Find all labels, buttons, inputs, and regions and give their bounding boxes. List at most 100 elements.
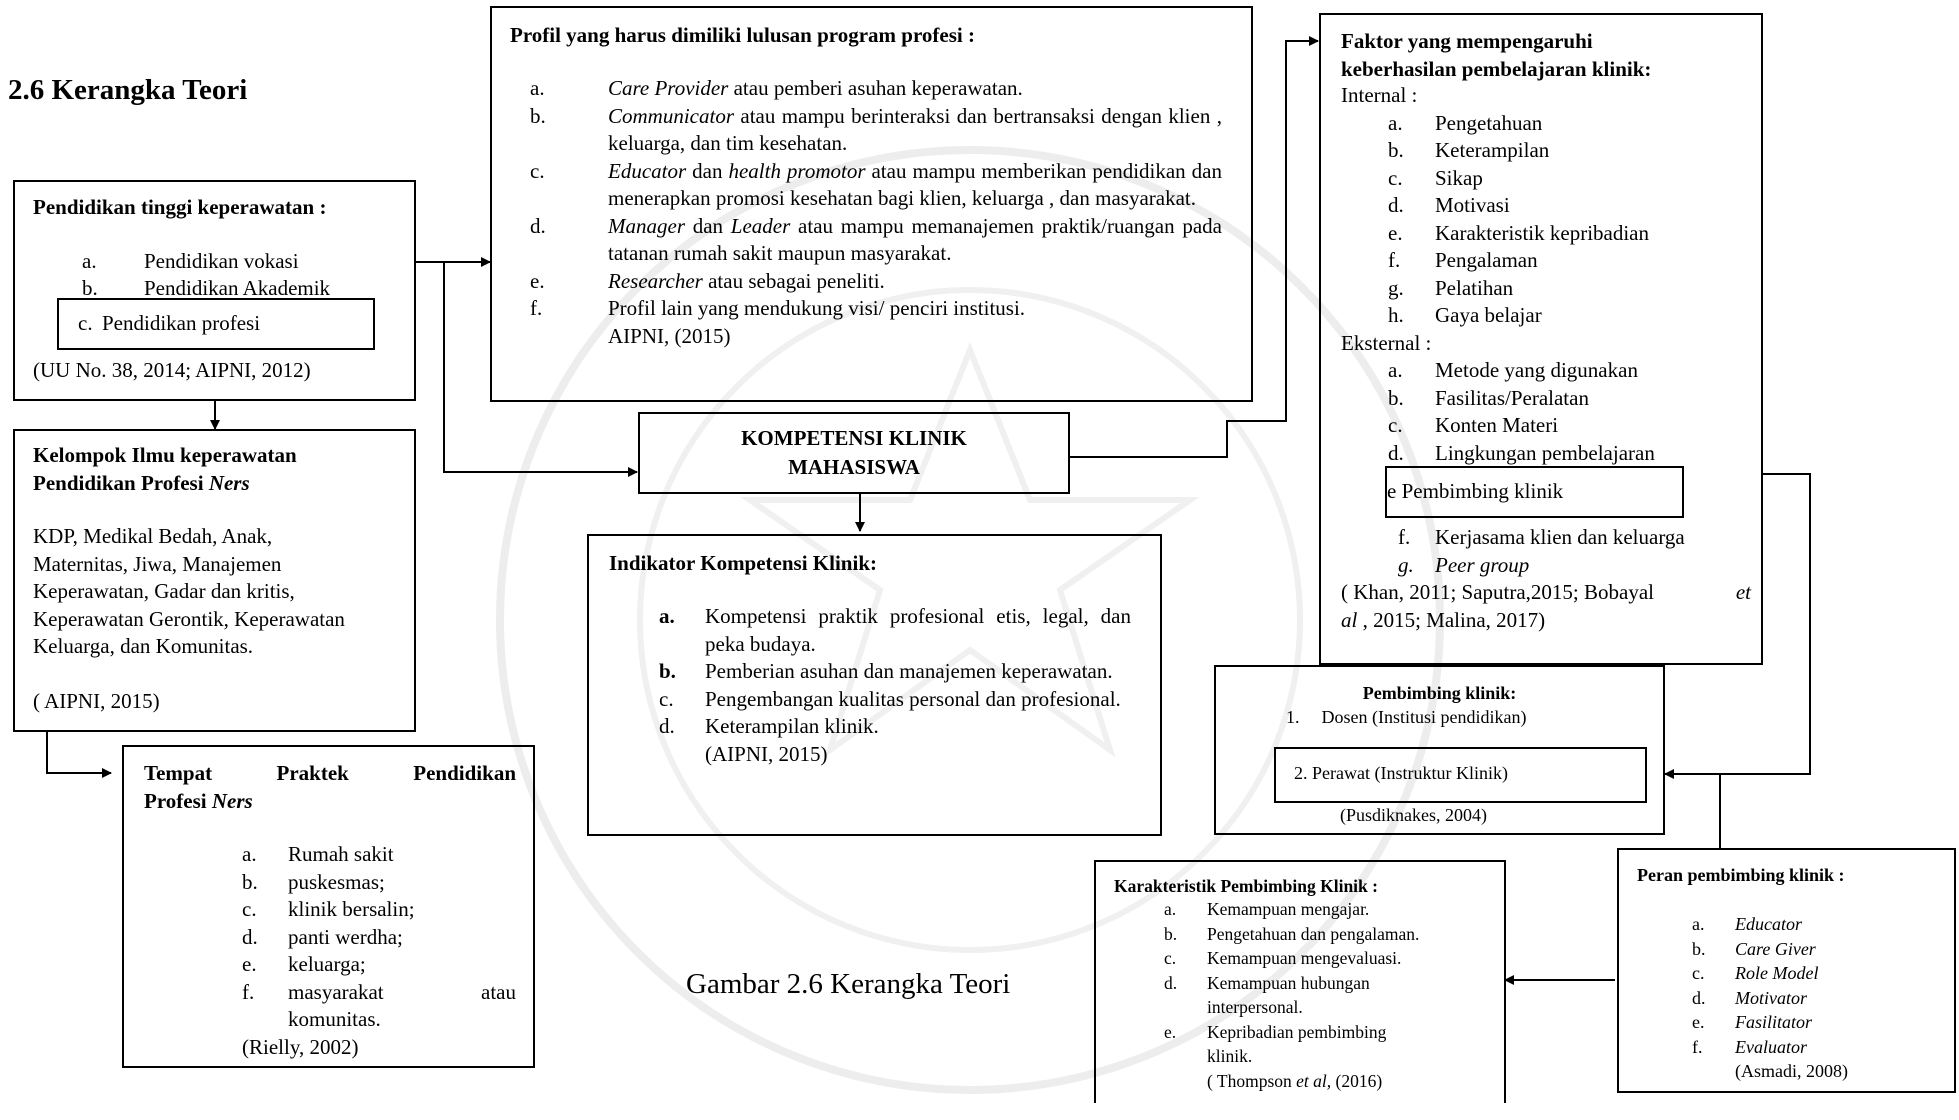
- list-item: f.Pengalaman: [1388, 248, 1538, 272]
- list-item: b.Communicator atau mampu berinteraksi d…: [530, 103, 1222, 156]
- list-item: c.Educator dan health promotor atau mamp…: [530, 158, 1222, 211]
- list-item: a.Kemampuan mengajar.: [1164, 899, 1370, 919]
- list-item: a.Pengetahuan: [1388, 110, 1543, 135]
- pendidikan-title: Pendidikan tinggi keperawatan :: [33, 195, 327, 219]
- internal-label: Internal :: [1341, 83, 1418, 107]
- tempat-title-line2: Profesi Ners: [144, 788, 253, 813]
- list-item: b.Keterampilan: [1388, 138, 1550, 162]
- list-item: d.Manager dan Leader atau mampu memanaje…: [530, 213, 1222, 266]
- list-item: c.Pengembangan kualitas personal dan pro…: [659, 686, 1121, 711]
- box-kompetensi: KOMPETENSI KLINIK MAHASISWA: [638, 412, 1070, 494]
- peran-source: (Asmadi, 2008): [1735, 1061, 1848, 1081]
- list-item: a.Metode yang digunakan: [1388, 358, 1638, 382]
- kelompok-title-line1: Kelompok Ilmu keperawatan: [33, 443, 297, 467]
- list-item: b.Pemberian asuhan dan manajemen keperaw…: [659, 659, 1113, 683]
- pembimbing-title: Pembimbing klinik:: [1362, 683, 1517, 703]
- list-item: a. Pendidikan vokasi: [82, 248, 402, 276]
- pembimbing-source: (Pusdiknakes, 2004): [1340, 805, 1487, 825]
- list-item: d.Motivasi: [1388, 193, 1510, 217]
- list-item: c.Sikap: [1388, 165, 1483, 190]
- list-item: d.panti werdha;: [242, 924, 403, 949]
- list-text: Pendidikan vokasi: [144, 249, 299, 273]
- eksternal-label: Eksternal :: [1341, 330, 1432, 355]
- list-item: 1.Dosen (Institusi pendidikan): [1286, 707, 1527, 727]
- list-item: b.Pengetahuan dan pengalaman.: [1164, 923, 1420, 944]
- kelompok-source: ( AIPNI, 2015): [33, 689, 160, 713]
- profil-list: a.Care Provider atau pemberi asuhan kepe…: [530, 75, 1222, 350]
- body-line: Keperawatan, Gadar dan kritis,: [33, 579, 295, 603]
- profil-title: Profil yang harus dimiliki lulusan progr…: [510, 23, 975, 47]
- section-title: 2.6 Kerangka Teori: [8, 74, 248, 106]
- faktor-list-after: f.Kerjasama klien dan keluarga g.Peer gr…: [1341, 524, 1751, 579]
- indikator-title: Indikator Kompetensi Klinik:: [609, 551, 877, 575]
- list-item: a.Kompetensi praktik profesional etis, l…: [659, 604, 1131, 656]
- body-line: Maternitas, Jiwa, Manajemen: [33, 551, 282, 576]
- list-item: b.Fasilitas/Peralatan: [1388, 385, 1589, 410]
- box-karakteristik: Karakteristik Pembimbing Klinik : a.Kema…: [1094, 860, 1506, 1103]
- faktor-list: Internal : a.Pengetahuan b.Keterampilan …: [1341, 82, 1751, 467]
- list-item: b. Pendidikan Akademik: [82, 275, 402, 303]
- box-indikator: Indikator Kompetensi Klinik: a.Kompetens…: [587, 534, 1162, 836]
- faktor-source: ( Khan, 2011; Saputra,2015; Bobayal et a…: [1341, 580, 1751, 632]
- figure-caption: Gambar 2.6 Kerangka Teori: [686, 968, 1011, 1000]
- pembimbing-klinik-highlight: e Pembimbing klinik: [1385, 466, 1684, 518]
- list-item: d.Lingkungan pembelajaran: [1388, 440, 1655, 465]
- box-pembimbing: Pembimbing klinik: 1.Dosen (Institusi pe…: [1214, 665, 1665, 835]
- list-item: g.Pelatihan: [1388, 275, 1514, 300]
- list-item: c.Kemampuan mengevaluasi.: [1164, 948, 1402, 968]
- box-peran: Peran pembimbing klinik : a.Educator b.C…: [1617, 848, 1956, 1093]
- list-text: Pendidikan profesi: [102, 311, 261, 335]
- list-item: e.keluarga;: [242, 952, 366, 976]
- kelompok-body: KDP, Medikal Bedah, Anak, Maternitas, Ji…: [33, 523, 345, 661]
- list-item: h.Gaya belajar: [1388, 303, 1542, 327]
- list-marker: b.: [82, 276, 98, 300]
- body-line: Keperawatan Gerontik, Keperawatan: [33, 606, 345, 631]
- body-line: KDP, Medikal Bedah, Anak,: [33, 524, 273, 548]
- peran-list: a.Educator b.Care Giver c.Role Model d.M…: [1692, 912, 1848, 1084]
- kompetensi-title: KOMPETENSI KLINIK MAHASISWA: [741, 426, 967, 479]
- list-marker: a.: [82, 249, 97, 273]
- indikator-list: a.Kompetensi praktik profesional etis, l…: [659, 603, 1131, 768]
- list-item: c.klinik bersalin;: [242, 897, 415, 921]
- pendidikan-source: (UU No. 38, 2014; AIPNI, 2012): [33, 358, 311, 382]
- box-pendidikan: Pendidikan tinggi keperawatan : a. Pendi…: [13, 180, 416, 401]
- faktor-title: Faktor yang mempengaruhi keberhasilan pe…: [1341, 29, 1652, 81]
- kelompok-title: Kelompok Ilmu keperawatan Pendidikan Pro…: [33, 442, 297, 497]
- kelompok-title-line2: Pendidikan Profesi Ners: [33, 470, 250, 495]
- list-marker: c.: [78, 311, 93, 335]
- list-item: c.Role Model: [1692, 963, 1819, 983]
- list-item: d.Motivator: [1692, 987, 1807, 1008]
- indikator-source: (AIPNI, 2015): [705, 741, 828, 766]
- list-item: f.Kerjasama klien dan keluarga: [1398, 525, 1685, 549]
- profil-source: AIPNI, (2015): [608, 323, 731, 348]
- box-profil: Profil yang harus dimiliki lulusan progr…: [490, 6, 1253, 402]
- body-line: Keluarga, dan Komunitas.: [33, 634, 254, 658]
- list-item: f.Evaluator: [1692, 1036, 1807, 1057]
- karakteristik-source: ( Thompson et al, (2016): [1207, 1070, 1383, 1091]
- list-item: a.Rumah sakit: [242, 842, 394, 866]
- list-item: e.Fasilitator: [1692, 1012, 1813, 1032]
- box-kelompok: Kelompok Ilmu keperawatan Pendidikan Pro…: [13, 429, 416, 732]
- pendidikan-profesi-highlight: c. Pendidikan profesi: [57, 298, 375, 350]
- list-text: Pendidikan Akademik: [144, 276, 331, 300]
- tempat-source: (Rielly, 2002): [242, 1034, 359, 1059]
- list-item: e.Karakteristik kepribadian: [1388, 220, 1649, 245]
- perawat-highlight: 2. Perawat (Instruktur Klinik): [1274, 747, 1647, 803]
- list-item: f.Profil lain yang mendukung visi/ penci…: [530, 296, 1026, 320]
- list-item: g.Peer group: [1398, 552, 1530, 577]
- list-item: d.Keterampilan klinik.: [659, 714, 879, 738]
- peran-title: Peran pembimbing klinik :: [1637, 865, 1845, 885]
- list-item: b.puskesmas;: [242, 869, 385, 894]
- karakteristik-title: Karakteristik Pembimbing Klinik :: [1114, 876, 1378, 896]
- list-item: c.Konten Materi: [1388, 413, 1559, 437]
- list-item: a.Educator: [1692, 914, 1802, 934]
- box-faktor: Faktor yang mempengaruhi keberhasilan pe…: [1319, 13, 1763, 665]
- list-item: b.Care Giver: [1692, 938, 1816, 959]
- list-item: a.Care Provider atau pemberi asuhan kepe…: [530, 76, 1023, 100]
